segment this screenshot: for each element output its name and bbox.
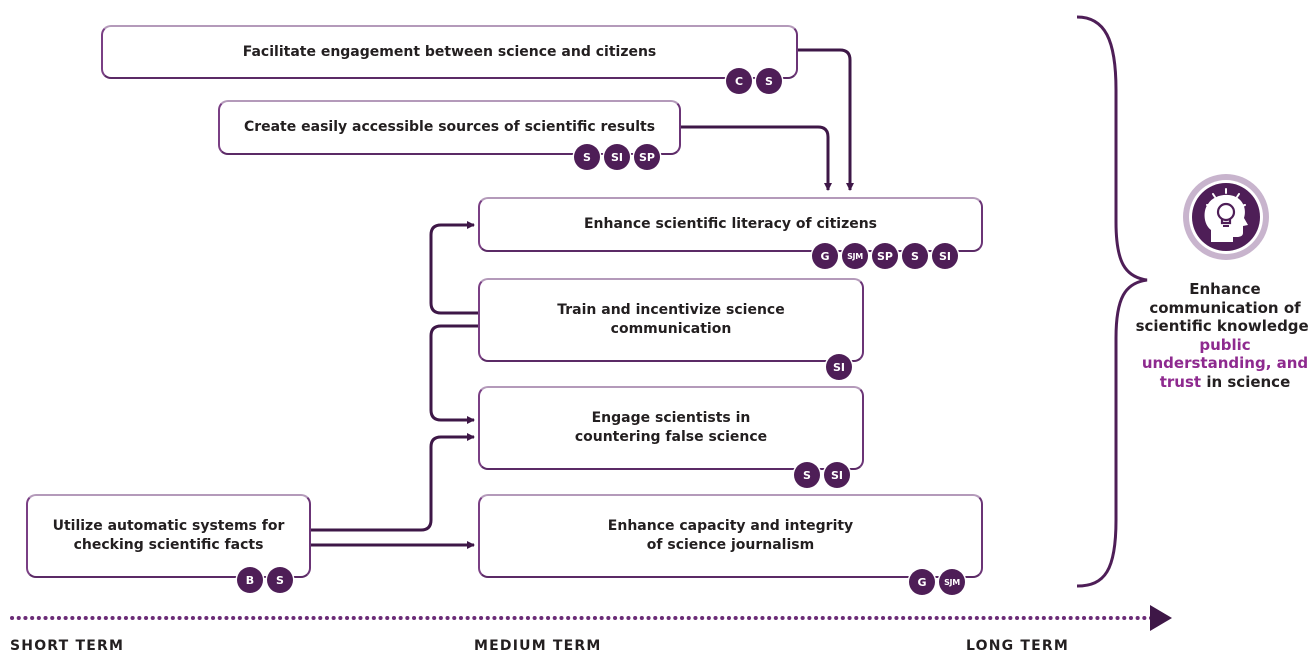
badge-g: G	[909, 569, 935, 595]
badge-group-literacy: G SJM SP S SI	[812, 243, 958, 269]
badge-sjm: SJM	[842, 243, 868, 269]
timeline-arrowhead	[1150, 605, 1172, 631]
lightbulb-head-icon	[1181, 172, 1271, 262]
badge-s: S	[902, 243, 928, 269]
badge-sp: SP	[634, 144, 660, 170]
badge-group-engage: S SI	[794, 462, 850, 488]
box-engage-scientists: Engage scientists in countering false sc…	[478, 386, 864, 470]
timeline-medium-term: MEDIUM TERM	[474, 638, 602, 654]
timeline-long-term: LONG TERM	[966, 638, 1070, 654]
badge-s: S	[267, 567, 293, 593]
arrow-automatic-to-engage	[310, 433, 475, 532]
box-label: Engage scientists in countering false sc…	[574, 410, 768, 445]
box-label: Enhance capacity and integrity of scienc…	[607, 518, 854, 553]
badge-si: SI	[932, 243, 958, 269]
badge-group-journalism: G SJM	[909, 569, 965, 595]
badge-si: SI	[826, 354, 852, 380]
badge-group-automatic: B S	[237, 567, 293, 593]
badge-sp: SP	[872, 243, 898, 269]
box-label: Facilitate engagement between science an…	[242, 43, 657, 60]
box-facilitate-engagement: Facilitate engagement between science an…	[101, 25, 798, 79]
badge-group-sources: S SI SP	[574, 144, 660, 170]
arrow-train-to-literacy	[429, 221, 479, 315]
box-train-incentivize: Train and incentivize science communicat…	[478, 278, 864, 362]
arrow-sources-to-literacy	[680, 125, 832, 191]
badge-sjm: SJM	[939, 569, 965, 595]
box-label: Utilize automatic systems for checking s…	[52, 518, 285, 553]
box-label: Create easily accessible sources of scie…	[243, 119, 656, 135]
badge-si: SI	[824, 462, 850, 488]
badge-b: B	[237, 567, 263, 593]
box-science-journalism: Enhance capacity and integrity of scienc…	[478, 494, 983, 578]
badge-group-facilitate: C S	[726, 68, 782, 94]
goal-statement: Enhance communication of scientific know…	[1135, 280, 1308, 391]
box-accessible-sources: Create easily accessible sources of scie…	[218, 100, 681, 155]
goal-text-part2: in science	[1206, 372, 1291, 391]
badge-s: S	[574, 144, 600, 170]
badge-c: C	[726, 68, 752, 94]
box-scientific-literacy: Enhance scientific literacy of citizens	[478, 197, 983, 252]
badge-si: SI	[604, 144, 630, 170]
right-brace	[1076, 15, 1148, 588]
badge-s: S	[756, 68, 782, 94]
badge-group-train: SI	[826, 354, 852, 380]
goal-text-part1: Enhance communication of scientific know…	[1135, 280, 1308, 335]
badge-s: S	[794, 462, 820, 488]
badge-g: G	[812, 243, 838, 269]
arrow-facilitate-to-literacy	[797, 48, 854, 191]
goal-text-highlight: public understanding, and trust	[1141, 335, 1308, 391]
box-automatic-systems: Utilize automatic systems for checking s…	[26, 494, 311, 578]
box-label: Train and incentivize science communicat…	[557, 302, 785, 337]
arrow-train-to-engage	[429, 324, 479, 424]
timeline-short-term: SHORT TERM	[10, 638, 125, 654]
box-label: Enhance scientific literacy of citizens	[583, 216, 878, 232]
